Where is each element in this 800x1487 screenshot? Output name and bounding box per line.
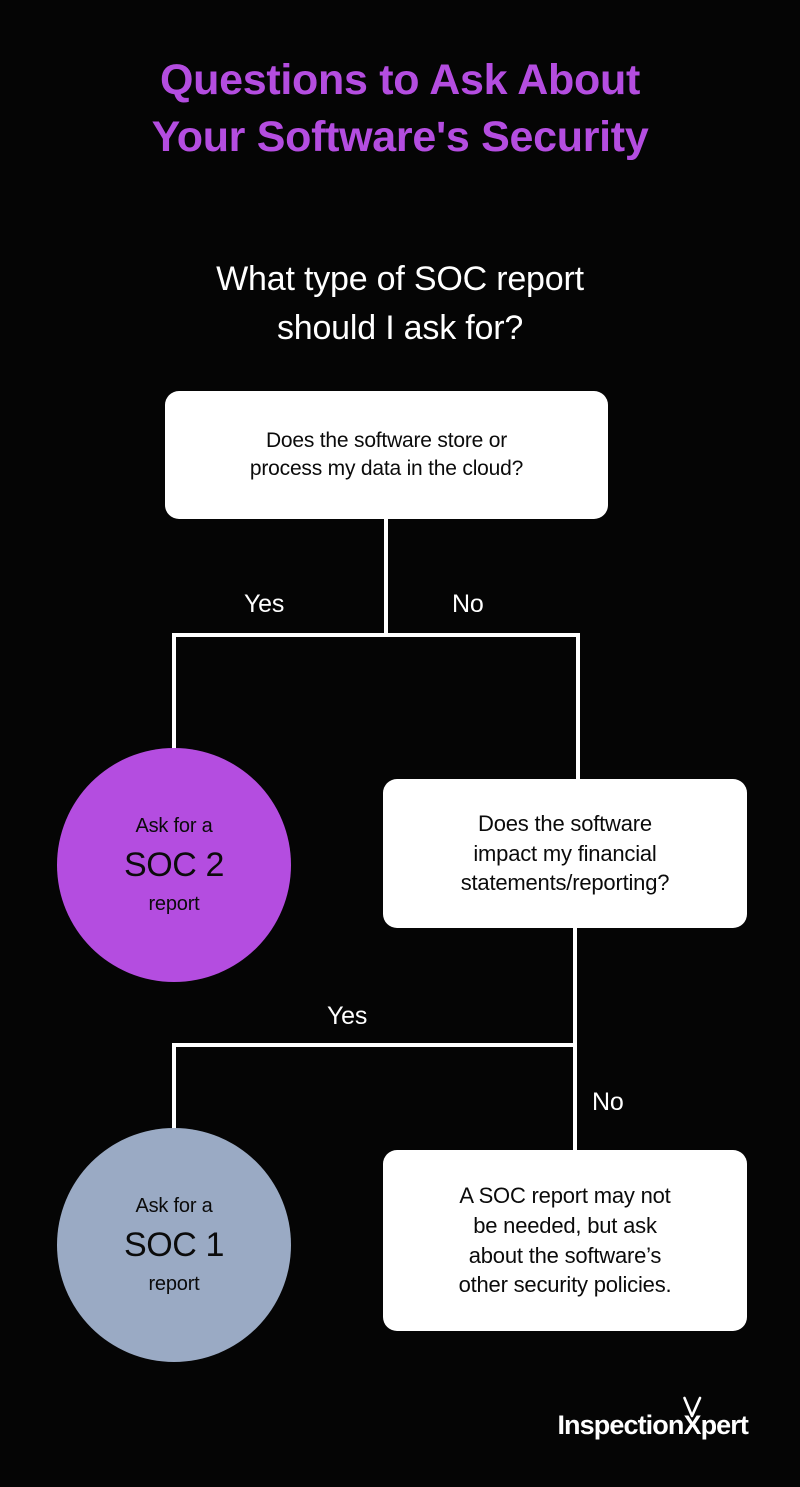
connector-question-1-bar bbox=[172, 633, 580, 637]
connector-question-1-no-branch bbox=[576, 633, 580, 781]
brand-logo-part-1: Inspection bbox=[557, 1410, 684, 1440]
outcome-soc-1-title: SOC 1 bbox=[123, 1226, 225, 1265]
branch-label-no-2: No bbox=[592, 1088, 624, 1116]
page-title-line-1: Questions to Ask About bbox=[160, 56, 640, 104]
outcome-soc-1-prefix: Ask for a bbox=[135, 1195, 213, 1218]
outcome-none-line-4: other security policies. bbox=[458, 1272, 672, 1298]
outcome-soc-2-title: SOC 2 bbox=[123, 846, 225, 885]
decision-box-question-1-text: Does the software store or process my da… bbox=[250, 427, 523, 484]
connector-question-2-yes-branch bbox=[172, 1043, 176, 1131]
question-2-line-1: Does the software bbox=[478, 810, 652, 836]
subtitle-line-2: should I ask for? bbox=[276, 309, 524, 348]
connector-question-1-yes-branch bbox=[172, 633, 176, 751]
page-title: Questions to Ask About Your Software's S… bbox=[0, 52, 800, 166]
question-2-line-2: impact my financial bbox=[473, 840, 657, 866]
connector-question-1-stem bbox=[384, 519, 388, 637]
outcome-none-line-2: be needed, but ask bbox=[473, 1212, 657, 1238]
outcome-none-line-3: about the software’s bbox=[468, 1242, 662, 1268]
page-title-line-2: Your Software's Security bbox=[151, 112, 649, 161]
branch-label-yes-2: Yes bbox=[327, 1002, 368, 1030]
subtitle-question: What type of SOC report should I ask for… bbox=[100, 255, 700, 354]
brand-logo-part-2: X bbox=[683, 1410, 701, 1440]
outcome-none-line-1: A SOC report may not bbox=[459, 1183, 671, 1209]
subtitle-line-1: What type of SOC report bbox=[216, 260, 584, 298]
question-1-line-1: Does the software store or bbox=[265, 428, 508, 452]
outcome-soc-2-suffix: report bbox=[148, 892, 200, 915]
connector-question-2-bar bbox=[172, 1043, 577, 1047]
decision-box-question-2: Does the software impact my financial st… bbox=[383, 779, 747, 928]
brand-logo-part-3: pert bbox=[700, 1410, 749, 1440]
connector-question-2-stem bbox=[573, 928, 577, 1046]
decision-box-question-2-text: Does the software impact my financial st… bbox=[461, 809, 670, 898]
question-1-line-2: process my data in the cloud? bbox=[249, 457, 524, 480]
outcome-box-no-soc-needed-text: A SOC report may not be needed, but ask … bbox=[459, 1181, 672, 1300]
decision-box-question-1: Does the software store or process my da… bbox=[165, 391, 608, 519]
connector-question-2-no-branch bbox=[573, 1043, 577, 1153]
brand-logo: Inspection X pert bbox=[557, 1396, 749, 1441]
outcome-soc-2-prefix: Ask for a bbox=[135, 815, 213, 838]
question-2-line-3: statements/reporting? bbox=[460, 870, 670, 896]
outcome-circle-soc-2: Ask for a SOC 2 report bbox=[57, 748, 291, 982]
outcome-circle-soc-1: Ask for a SOC 1 report bbox=[57, 1128, 291, 1362]
outcome-box-no-soc-needed: A SOC report may not be needed, but ask … bbox=[383, 1150, 747, 1331]
branch-label-no-1: No bbox=[452, 590, 484, 618]
outcome-soc-1-suffix: report bbox=[148, 1272, 200, 1295]
branch-label-yes-1: Yes bbox=[244, 590, 285, 618]
brand-logo-x-checkmark-icon: X bbox=[683, 1396, 702, 1441]
